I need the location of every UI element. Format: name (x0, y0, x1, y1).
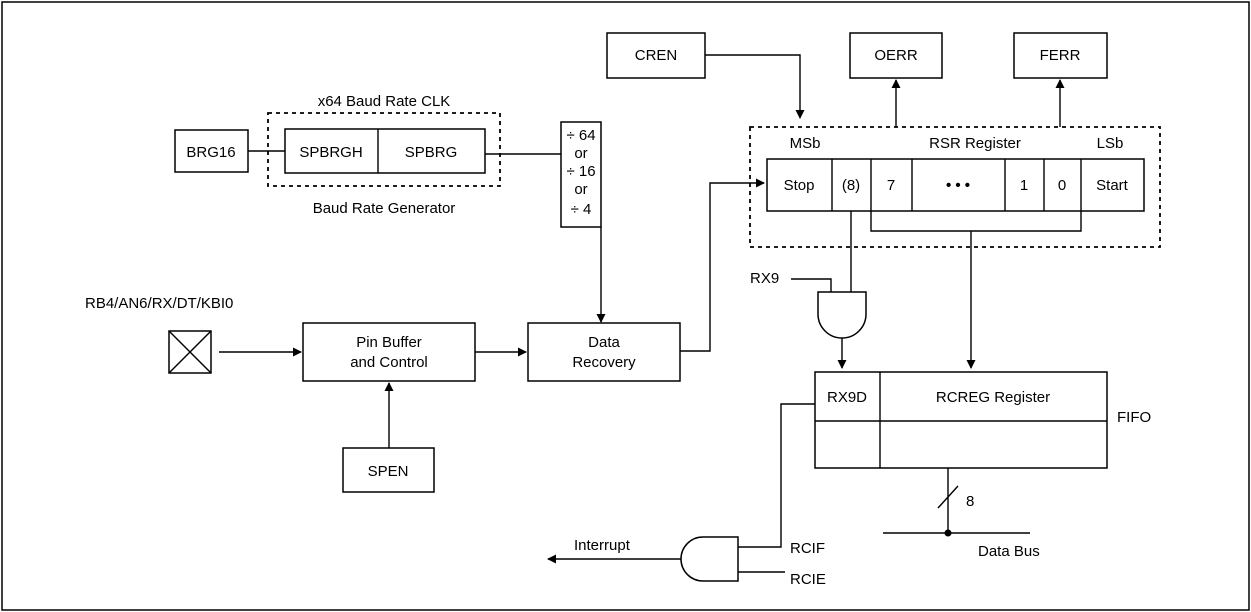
interrupt-label: Interrupt (574, 537, 631, 554)
rcreg-title: RCREG Register (936, 389, 1050, 406)
pin-pad-icon (168, 330, 212, 374)
spen-label: SPEN (368, 463, 409, 480)
rcreg-register (814, 371, 1108, 469)
rx9-label: RX9 (750, 270, 779, 287)
spen-box (342, 447, 435, 493)
rsr-cell-0: 0 (1058, 177, 1066, 194)
cren-label: CREN (635, 47, 678, 64)
spbrgh-box (284, 128, 486, 174)
rsr-cell-stop: Stop (784, 177, 815, 194)
pin-buffer-line-2: and Control (350, 354, 428, 371)
divider-line-2: or (574, 145, 587, 162)
pin-buffer-box (302, 322, 476, 382)
oerr-label: OERR (874, 47, 918, 64)
interrupt-and-gate (680, 536, 739, 582)
pin-buffer-line-1: Pin Buffer (356, 334, 422, 351)
data-recovery-box (527, 322, 681, 382)
ferr-box (1013, 32, 1108, 79)
rcif-label: RCIF (790, 540, 825, 557)
rsr-cell-ellipsis: • • • (946, 177, 970, 194)
rcreg-rx9d-label: RX9D (827, 389, 867, 406)
bus-width-slash (937, 485, 959, 509)
baud-clk-label: x64 Baud Rate CLK (318, 93, 451, 110)
bus-width-label: 8 (966, 493, 974, 510)
data-bus-label: Data Bus (978, 543, 1040, 560)
rx9-and-gate (817, 291, 867, 339)
rsr-title: RSR Register (929, 135, 1021, 152)
spbrgh-label: SPBRGH (299, 144, 362, 161)
divider-line-1: ÷ 64 (566, 127, 595, 144)
baud-gen-label: Baud Rate Generator (313, 200, 456, 217)
rsr-cell-8: (8) (842, 177, 860, 194)
fifo-label: FIFO (1117, 409, 1151, 426)
rsr-msb-label: MSb (790, 135, 821, 152)
rsr-register (766, 158, 1145, 212)
rcie-label: RCIE (790, 571, 826, 588)
rsr-cell-7: 7 (887, 177, 895, 194)
brg16-box (174, 129, 249, 173)
divider-line-4: or (574, 181, 587, 198)
pin-label: RB4/AN6/RX/DT/KBI0 (85, 295, 233, 312)
spbrg-label: SPBRG (405, 144, 458, 161)
rsr-cell-1: 1 (1020, 177, 1028, 194)
divider-line-3: ÷ 16 (566, 163, 595, 180)
rsr-cell-start: Start (1096, 177, 1129, 194)
rsr-lsb-label: LSb (1097, 135, 1124, 152)
divider-box (560, 121, 602, 228)
cren-box (606, 32, 706, 79)
data-recovery-line-2: Recovery (572, 354, 636, 371)
brg16-label: BRG16 (186, 144, 235, 161)
baud-rate-generator-boundary (267, 112, 501, 187)
data-bus-junction (944, 529, 952, 537)
rsr-boundary (749, 126, 1161, 248)
data-recovery-line-1: Data (588, 334, 620, 351)
divider-line-5: ÷ 4 (571, 201, 592, 218)
ferr-label: FERR (1040, 47, 1081, 64)
oerr-box (849, 32, 943, 79)
